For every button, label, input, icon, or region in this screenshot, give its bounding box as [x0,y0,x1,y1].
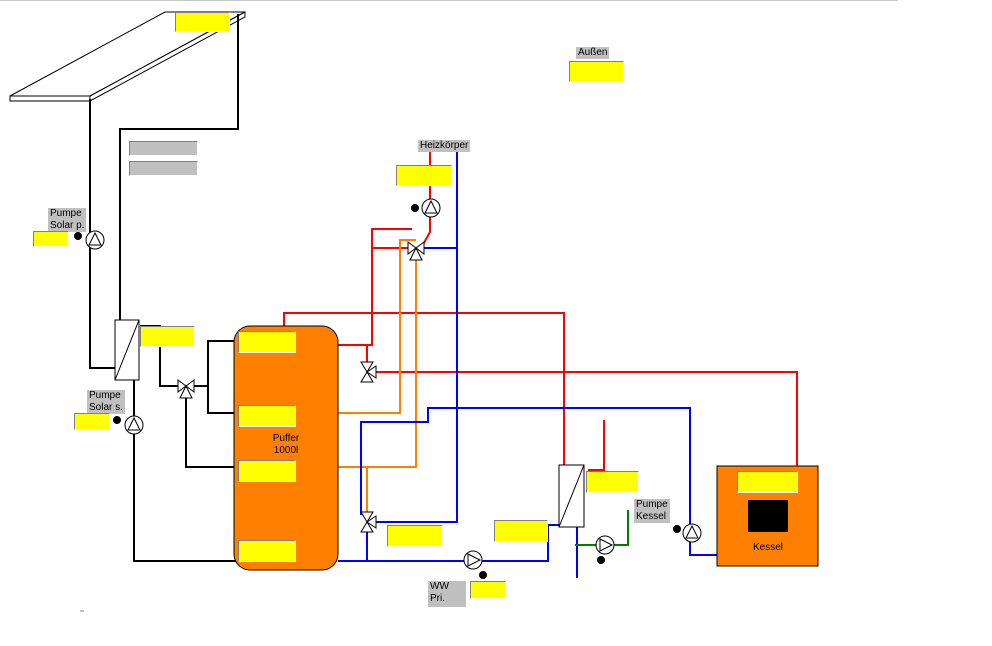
pumpe-solar-p-label: Pumpe Solar p. [48,208,87,232]
kessel-firebox [748,500,788,532]
mixing-valve-kessel [360,361,377,383]
aussen-temp-field [569,61,624,82]
ww-heat-exchanger [558,464,585,528]
heizkoerper-label: Heizkörper [418,140,471,152]
ww-pri-label: WW Pri. [428,581,466,607]
pumpe-kessel-label: Pumpe Kessel [634,499,670,523]
puffer-temp-field-2 [238,405,296,427]
mixing-valve-heizkoerper [407,241,425,261]
hot-lines [283,152,798,471]
solar-info-field-2 [129,161,198,176]
mixing-valve-return [360,511,377,533]
pumpe-solar-s-label: Pumpe Solar s. [87,390,125,414]
pump-kessel [673,523,702,543]
pump-heizkoerper [411,198,441,218]
ww-hx-temp-field [586,471,639,493]
top-border-line [0,0,898,1]
pump-solar-secondary [113,415,144,435]
solar-hx-temp-field [140,326,195,347]
puffer-temp-field-1 [238,331,296,353]
solar-collector [9,11,246,102]
puffer-tank [233,325,339,571]
kessel-label: Kessel [752,542,783,553]
pump-ww-primary [463,550,487,579]
ww-hx-inlet-field [494,520,548,542]
pumpe-solar-p-field [33,231,69,247]
puffer-label: Puffer 1000l [272,433,300,456]
ww-pri-field [470,581,506,599]
pumpe-solar-s-field [74,413,110,430]
return-lines [338,152,718,578]
kessel-temp-field [737,471,798,493]
solar-circuit [89,14,240,562]
puffer-temp-field-3 [238,460,296,482]
pump-fresh-water [595,535,615,564]
collector-temp-field [175,12,230,32]
warm-lines [338,239,417,514]
pump-solar-primary [74,230,105,250]
puffer-temp-field-4 [238,540,296,562]
mixing-valve-solar [177,379,195,399]
solar-info-field-1 [129,141,198,156]
heizkoerper-temp-field [396,165,452,186]
heizkoerper-return-field [387,525,443,547]
aussen-label: Außen [576,47,610,59]
solar-heat-exchanger [114,319,140,381]
